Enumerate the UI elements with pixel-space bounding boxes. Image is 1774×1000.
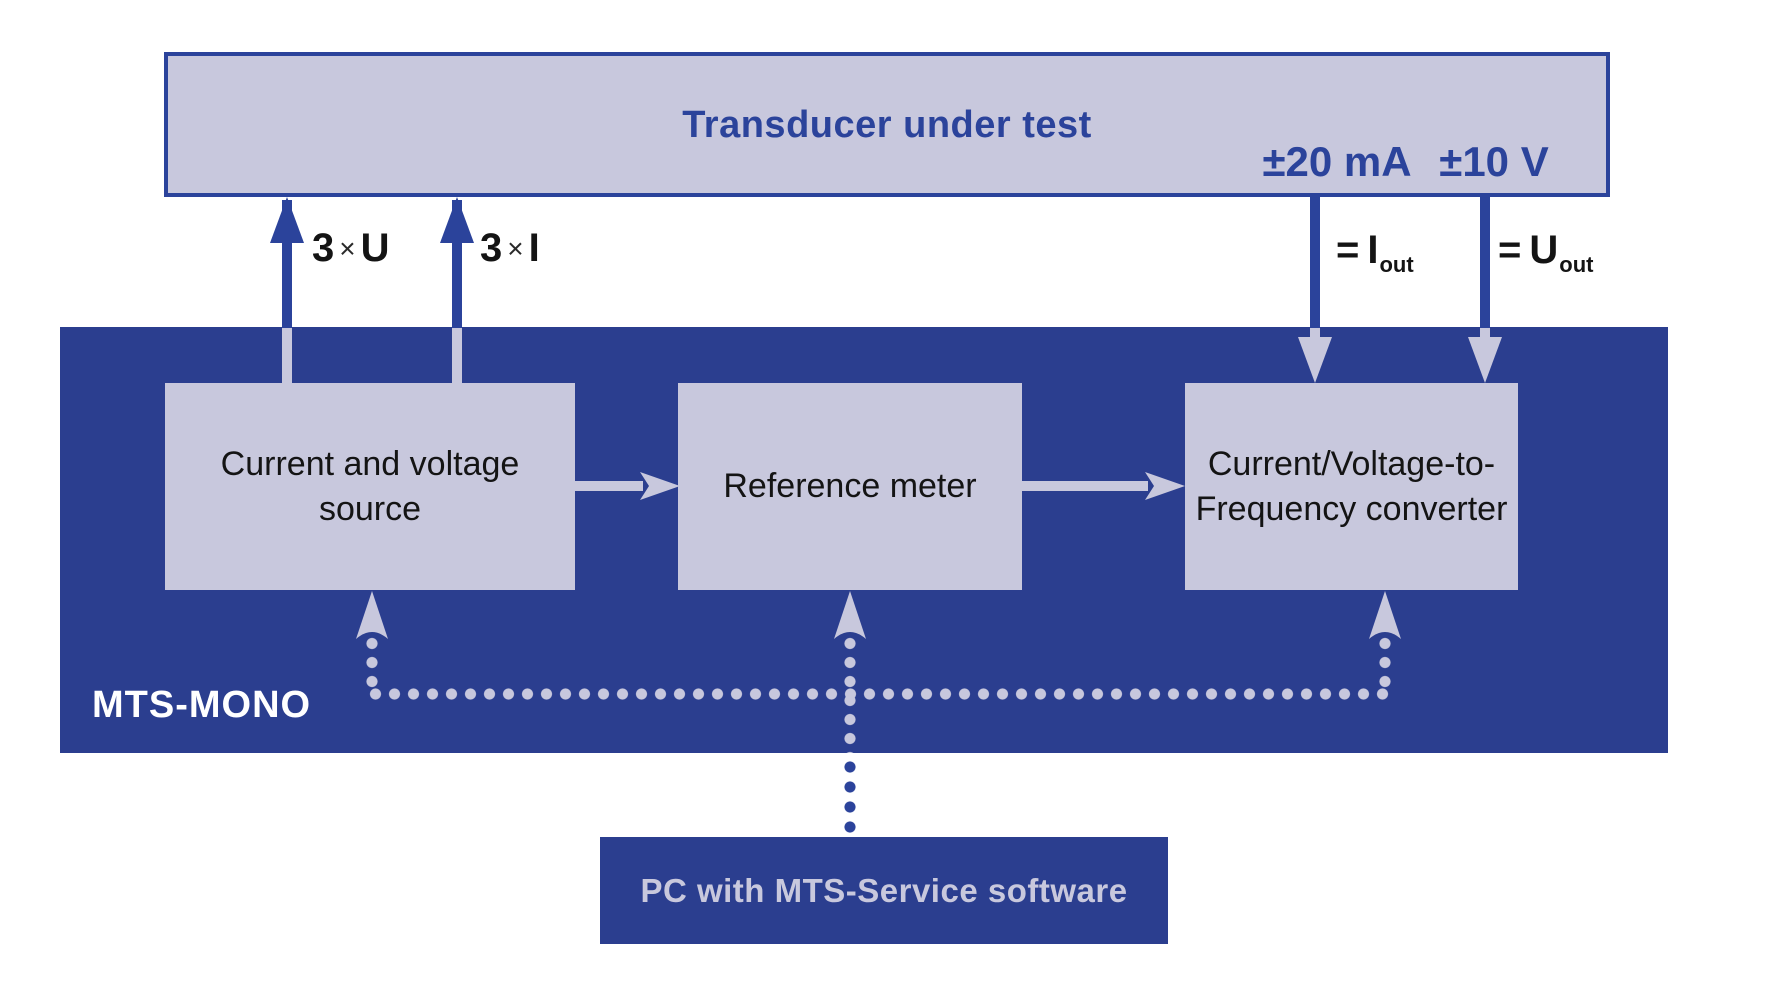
uout-label: =Uout <box>1498 228 1593 277</box>
u-count: 3 <box>312 226 335 270</box>
mts-mono-label: MTS-MONO <box>92 684 312 726</box>
uout-arrowhead-down-icon <box>1468 337 1502 383</box>
pc-box: PC with MTS-Service software <box>600 837 1168 944</box>
pc-label: PC with MTS-Service software <box>640 871 1128 909</box>
source-label-line1: Current and voltage <box>220 445 520 484</box>
iout-line-upper-segment <box>1310 197 1320 328</box>
converter-label-line1: Current/Voltage-to- <box>1207 445 1496 484</box>
i-arrowhead-up-icon <box>440 197 474 243</box>
control-branch-converter-arrowhead-icon <box>1369 591 1401 639</box>
i-symbol: I <box>528 226 540 270</box>
i-line-lower-segment <box>452 328 462 384</box>
meter-to-converter-arrowhead-icon <box>1145 472 1185 500</box>
i-line-upper-segment <box>452 200 462 328</box>
i-times-sign: × <box>507 233 524 264</box>
uout-symbol: U <box>1529 228 1559 272</box>
source-to-meter-line <box>575 481 643 491</box>
u-arrowhead-up-icon <box>270 197 304 243</box>
iout-label: =Iout <box>1336 228 1414 277</box>
iout-line-lower-segment <box>1310 328 1320 340</box>
voltage-rating-label: ±10 V <box>1439 138 1549 185</box>
control-branch-converter-dotted <box>1379 634 1391 688</box>
module-frequency-converter: Current/Voltage-to- Frequency converter <box>1185 383 1518 590</box>
u-symbol: U <box>360 226 390 270</box>
module-reference-meter: Reference meter <box>678 383 1022 590</box>
uout-line-upper-segment <box>1480 197 1490 328</box>
iout-symbol: I <box>1367 228 1379 272</box>
control-branch-meter-dotted <box>844 634 856 753</box>
u-line-lower-segment <box>282 328 292 384</box>
iout-equals: = <box>1336 228 1360 272</box>
iout-arrowhead-down-icon <box>1298 337 1332 383</box>
uout-line-lower-segment <box>1480 328 1490 340</box>
control-branch-source-arrowhead-icon <box>356 591 388 639</box>
uout-subscript: out <box>1559 252 1594 277</box>
meter-label: Reference meter <box>723 467 977 506</box>
three-times-i-label: 3×I <box>480 226 540 271</box>
source-to-meter-arrowhead-icon <box>640 472 680 500</box>
control-bus-horizontal-dotted-line <box>366 688 1392 700</box>
uout-equals: = <box>1498 228 1522 272</box>
pc-link-dotted <box>844 757 856 837</box>
converter-label-line2: Frequency converter <box>1195 489 1508 528</box>
control-branch-meter-arrowhead-icon <box>834 591 866 639</box>
three-times-u-label: 3×U <box>312 226 390 271</box>
iout-subscript: out <box>1379 252 1414 277</box>
current-rating-label: ±20 mA <box>1262 138 1412 185</box>
source-label-line2: source <box>318 489 422 528</box>
module-current-voltage-source: Current and voltage source <box>165 383 575 590</box>
u-times-sign: × <box>339 233 356 264</box>
control-branch-source-dotted <box>366 634 378 688</box>
u-line-upper-segment <box>282 200 292 328</box>
meter-to-converter-line <box>1022 481 1148 491</box>
transducer-title: Transducer under test <box>682 104 1092 146</box>
transducer-under-test-box: Transducer under test ±20 mA ±10 V <box>164 52 1610 197</box>
i-count: 3 <box>480 226 503 270</box>
